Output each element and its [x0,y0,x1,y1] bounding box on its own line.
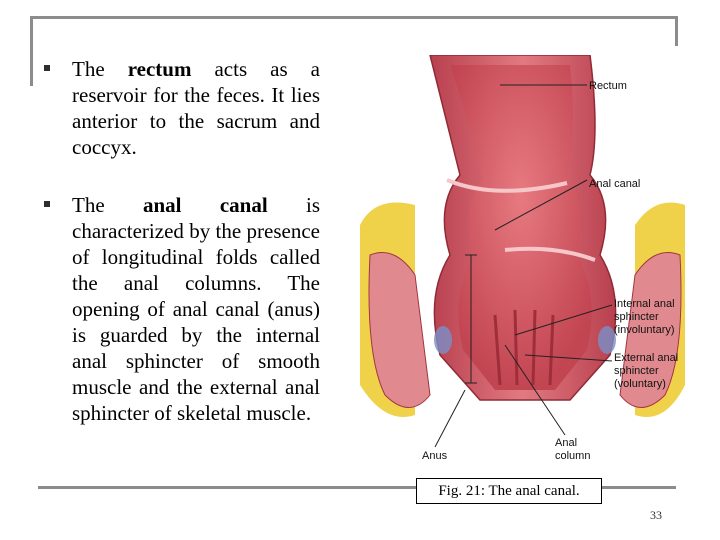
external-sphincter-right [619,252,682,408]
external-sphincter-left [368,252,431,408]
label-internal-sphincter-1: Internal anal [614,298,675,310]
leader-anal-column [504,344,566,436]
label-rectum: Rectum [589,80,627,92]
label-anal-column-2: column [555,450,591,462]
text-before: The [72,193,143,217]
figure-caption: Fig. 21: The anal canal. [416,478,602,504]
leader-anus [434,389,466,448]
rectum-lumen [450,65,592,390]
bullet-text: The rectum acts as a reservoir for the f… [72,56,320,160]
bullet-text: The anal canal is characterized by the p… [72,192,320,426]
leader-anal-canal [494,179,588,231]
bullet-square-icon [44,65,50,71]
page-number: 33 [650,508,662,522]
bullet-item-anal-canal: The anal canal is characterized by the p… [40,192,320,426]
label-internal-sphincter-2: sphincter [614,311,659,323]
rectal-fold [446,178,568,193]
text-after: acts as a reservoir for the feces. It li… [72,57,320,159]
bullet-list: The rectum acts as a reservoir for the f… [40,56,320,458]
frame-top-line [30,16,678,19]
anatomy-illustration [360,54,685,448]
label-anus: Anus [422,450,448,462]
anal-canal-figure: Rectum Anal canal Internal anal sphincte… [355,54,695,475]
label-anal-canal: Anal canal [589,178,641,190]
bold-term: rectum [127,57,192,81]
bullet-item-rectum: The rectum acts as a reservoir for the f… [40,56,320,160]
frame-right-line [675,16,678,46]
leader-external [524,354,613,362]
vein-right [598,326,616,354]
frame-bottom-line [38,486,676,489]
bold-term: anal canal [142,193,268,217]
bullet-square-icon [44,201,50,207]
rectal-fold [504,246,596,262]
label-internal-sphincter-3: (involuntary) [614,324,675,336]
label-external-sphincter-1: External anal [614,352,679,364]
text-after: is characterized by the presence of long… [72,193,320,425]
label-external-sphincter-2: sphincter [614,365,659,377]
leader-internal [514,304,613,336]
label-anal-column-1: Anal [555,437,578,449]
vein-left [434,326,452,354]
anal-columns [493,309,555,386]
label-external-sphincter-3: (voluntary) [614,378,666,390]
text-before: The [72,57,128,81]
frame-left-line [30,16,33,86]
